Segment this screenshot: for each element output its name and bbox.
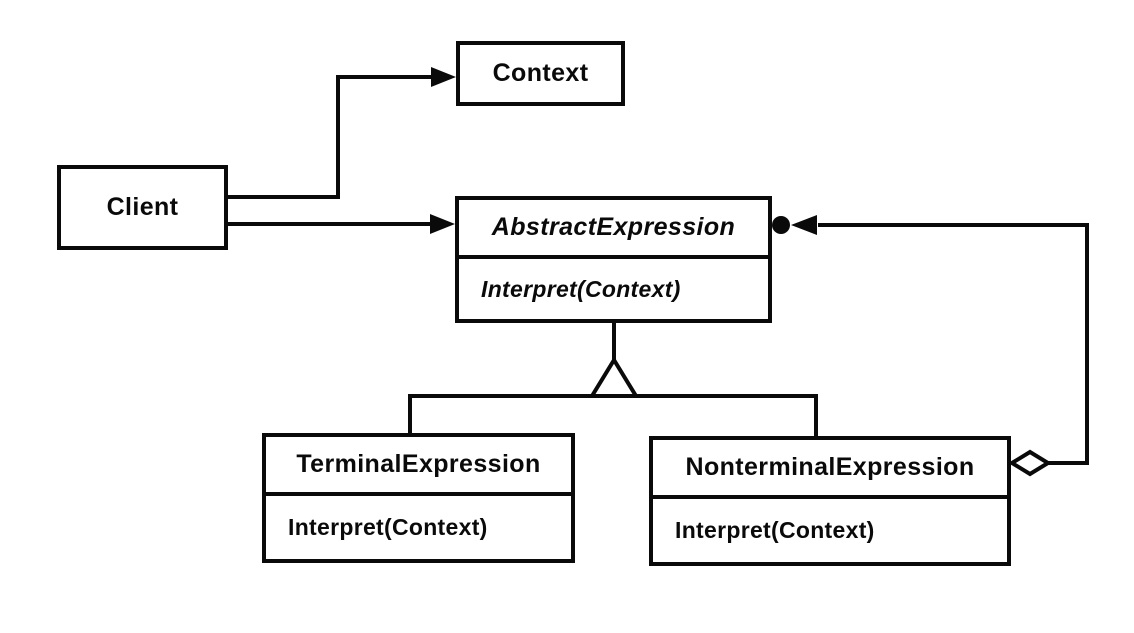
client-context-arrowhead-icon xyxy=(431,67,456,87)
class-name-terminal-expression: TerminalExpression xyxy=(266,437,571,496)
method-nonterminal-expression-interpret: Interpret(Context) xyxy=(675,517,875,543)
class-box-nonterminal-expression: NonterminalExpression Interpret(Context) xyxy=(649,436,1011,566)
inheritance-triangle-icon xyxy=(588,356,640,398)
method-terminal-expression-interpret: Interpret(Context) xyxy=(288,514,488,540)
aggregation-arrowhead-icon xyxy=(791,215,817,235)
aggregation-diamond-icon xyxy=(1008,449,1052,477)
class-box-terminal-expression: TerminalExpression Interpret(Context) xyxy=(262,433,575,563)
client-context-association-line xyxy=(228,75,438,199)
class-box-client: Client xyxy=(57,165,228,250)
class-name-abstract-expression: AbstractExpression xyxy=(459,200,768,259)
class-box-abstract-expression: AbstractExpression Interpret(Context) xyxy=(455,196,772,323)
class-box-context: Context xyxy=(456,41,625,106)
method-abstract-expression-interpret: Interpret(Context) xyxy=(481,275,681,302)
class-name-client: Client xyxy=(106,193,179,221)
aggregation-loop-line xyxy=(818,223,1089,465)
inheritance-rail-line xyxy=(408,394,818,438)
class-name-nonterminal-expression: NonterminalExpression xyxy=(653,440,1007,499)
class-name-context: Context xyxy=(492,59,589,87)
multiplicity-many-ball-icon xyxy=(772,216,790,234)
client-abstractexpression-arrowhead-icon xyxy=(430,214,455,234)
